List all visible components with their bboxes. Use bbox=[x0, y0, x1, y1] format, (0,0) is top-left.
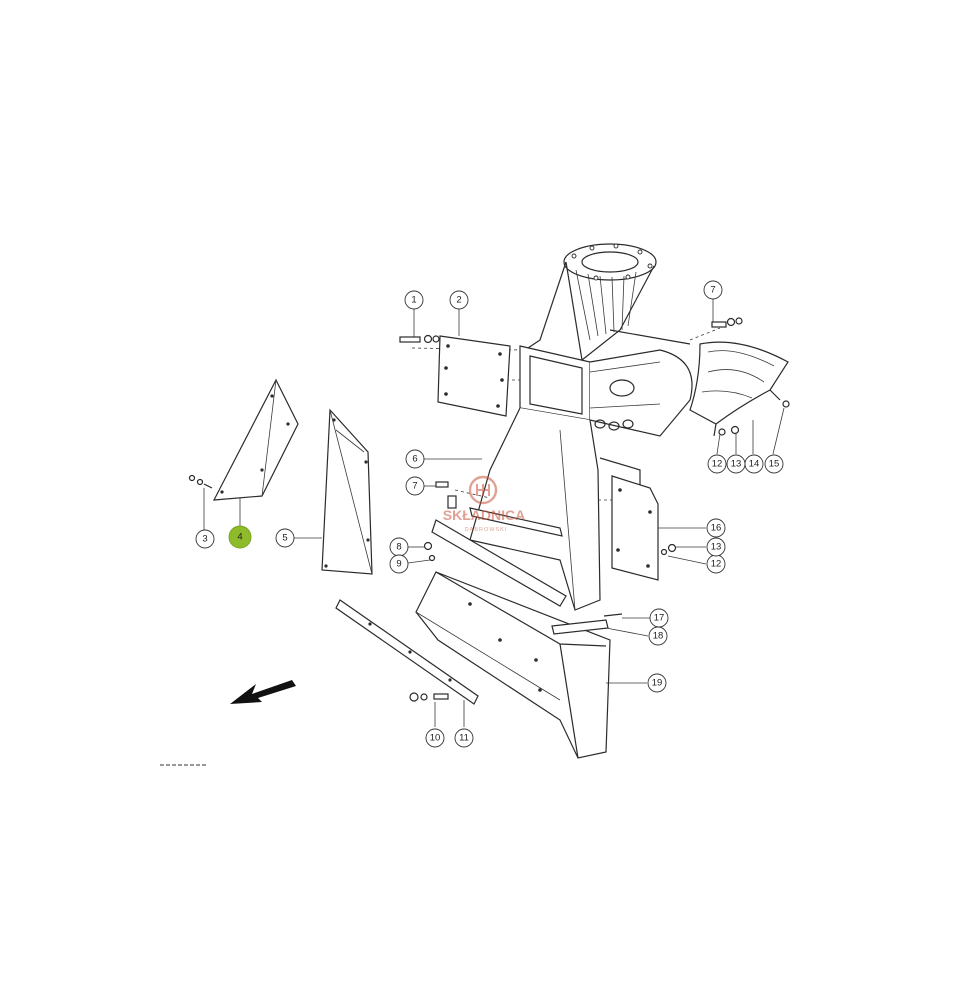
bolt-part-7-upper bbox=[711, 317, 743, 328]
curved-guard-part-14 bbox=[689, 341, 789, 437]
bottom-trough-part-19 bbox=[415, 571, 611, 759]
support-bracket bbox=[431, 519, 567, 607]
callout-18[interactable]: 18 bbox=[648, 626, 668, 646]
plate-part-2 bbox=[437, 335, 511, 417]
callout-14[interactable]: 14 bbox=[744, 454, 764, 474]
callout-label: 10 bbox=[430, 733, 441, 744]
fasteners-part-12-13-15 bbox=[660, 400, 790, 556]
bolt-part-1 bbox=[399, 334, 440, 344]
callout-label: 1 bbox=[411, 295, 416, 306]
callout-label: 7 bbox=[710, 285, 715, 296]
callout-label: 14 bbox=[749, 459, 760, 470]
washer-part-8-9 bbox=[423, 541, 436, 562]
callout-3[interactable]: 3 bbox=[195, 529, 215, 549]
callout-label: 13 bbox=[731, 459, 742, 470]
callout-10[interactable]: 10 bbox=[425, 728, 445, 748]
callout-6[interactable]: 6 bbox=[405, 449, 425, 469]
callout-13-upper[interactable]: 13 bbox=[726, 454, 746, 474]
callout-label: 4 bbox=[237, 532, 242, 543]
callout-label: 5 bbox=[282, 533, 287, 544]
callout-4-highlighted[interactable]: 4 bbox=[228, 525, 252, 549]
watermark-logo: SKŁADNICA DĄBROWSKI bbox=[443, 475, 525, 533]
watermark-brand: SKŁADNICA bbox=[443, 507, 525, 523]
callout-label: 9 bbox=[396, 559, 401, 570]
callout-label: 18 bbox=[653, 631, 664, 642]
callout-19[interactable]: 19 bbox=[647, 673, 667, 693]
side-panel-part-16 bbox=[611, 475, 659, 581]
callout-7-upper[interactable]: 7 bbox=[703, 280, 723, 300]
callout-label: 12 bbox=[711, 559, 722, 570]
callout-16[interactable]: 16 bbox=[706, 518, 726, 538]
panel-part-5 bbox=[321, 408, 373, 575]
fasteners-part-3 bbox=[188, 474, 213, 489]
bar-part-17 bbox=[603, 613, 623, 617]
callout-5[interactable]: 5 bbox=[275, 528, 295, 548]
arrow-down-left-icon bbox=[230, 680, 296, 704]
callout-label: 6 bbox=[412, 454, 417, 465]
callout-12-upper[interactable]: 12 bbox=[707, 454, 727, 474]
bolt-part-7-middle bbox=[435, 481, 457, 509]
callout-1[interactable]: 1 bbox=[404, 290, 424, 310]
callout-15[interactable]: 15 bbox=[764, 454, 784, 474]
bolt-part-10-11 bbox=[409, 692, 449, 702]
callout-8[interactable]: 8 bbox=[389, 537, 409, 557]
main-chute-housing bbox=[411, 243, 721, 611]
callout-label: 16 bbox=[711, 523, 722, 534]
triangle-panel-part-4 bbox=[212, 378, 299, 501]
callout-7-middle[interactable]: 7 bbox=[405, 476, 425, 496]
callout-label: 15 bbox=[769, 459, 780, 470]
callout-label: 12 bbox=[712, 459, 723, 470]
callout-label: 11 bbox=[459, 733, 469, 744]
callout-label: 17 bbox=[654, 613, 665, 624]
callout-9[interactable]: 9 bbox=[389, 554, 409, 574]
long-strip-part-11 bbox=[335, 599, 479, 705]
callout-13-lower[interactable]: 13 bbox=[706, 537, 726, 557]
callout-label: 13 bbox=[711, 542, 722, 553]
callout-label: 3 bbox=[202, 534, 207, 545]
callout-label: 2 bbox=[456, 295, 461, 306]
callout-label: 8 bbox=[396, 542, 401, 553]
watermark-sub: DĄBROWSKI bbox=[465, 527, 508, 533]
callout-2[interactable]: 2 bbox=[449, 290, 469, 310]
leader-lines bbox=[203, 299, 785, 727]
callout-label: 7 bbox=[412, 481, 417, 492]
callout-11[interactable]: 11 bbox=[454, 728, 474, 748]
callout-17[interactable]: 17 bbox=[649, 608, 669, 628]
callout-12-lower[interactable]: 12 bbox=[706, 554, 726, 574]
callout-label: 19 bbox=[652, 678, 663, 689]
